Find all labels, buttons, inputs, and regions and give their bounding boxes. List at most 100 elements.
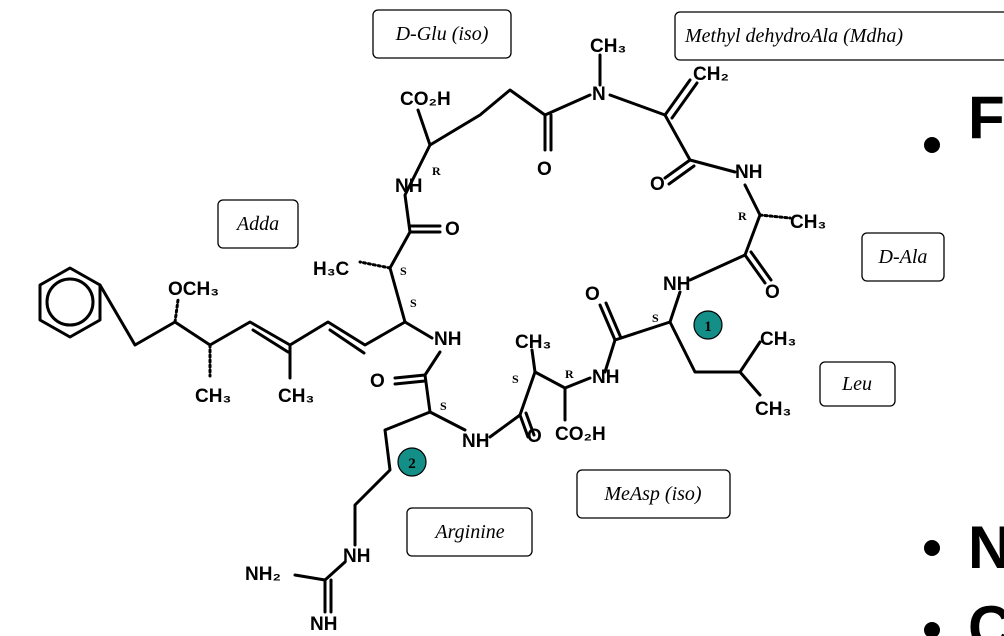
mdha-carbonyl-2 [667,164,696,186]
stereo-s-2: S [410,296,417,310]
bullet-1-text: F [968,84,1004,151]
atom-ch3-leu2: CH₃ [755,399,791,420]
atom-o5: O [765,282,780,303]
atom-ch3-adda2: CH₃ [278,386,314,407]
label-box-d-glu [372,9,512,59]
glu-co2h-wedge [416,108,432,147]
bullet-1 [924,137,940,153]
dala-carbonyl-2 [749,250,773,282]
mdha-amide [663,113,737,174]
atom-nh-mid: NH [434,329,461,350]
atom-o3: O [445,219,460,240]
atom-nh-glu: NH [395,176,422,197]
arg-carbonyl-2 [393,379,427,386]
label-leu: Leu [841,373,872,395]
atom-n-mdha: N [592,84,606,105]
atom-o1: O [537,159,552,180]
position-marker-2-label: 2 [408,456,416,472]
atom-nh-guan: NH [343,546,370,567]
leu-carbonyl-2 [604,301,623,340]
leu-carbonyl [598,303,617,342]
stereo-s-leu: S [652,311,659,325]
atom-nh-mdha: NH [735,162,762,183]
label-box-measp [576,469,731,519]
atom-nh2: NH₂ [245,564,281,585]
atom-o2: O [650,174,665,195]
stereo-r-measp: R [565,367,574,381]
label-box-leu [819,361,896,407]
dala-ch3-hash [758,213,792,220]
adda-double-bond-1 [251,328,290,354]
atom-och3: OCH₃ [168,279,219,300]
atom-ch3-me: CH₃ [515,332,551,353]
atom-ch2: CH₂ [693,64,729,85]
atom-nh-arg: NH [462,431,489,452]
atom-h3c: H₃C [313,259,350,280]
ala-ch3-hash [358,260,392,270]
label-d-glu: D-Glu (iso) [395,23,489,45]
atom-ch3-ala: CH₃ [790,212,826,233]
label-adda: Adda [235,213,279,235]
label-d-ala: D-Ala [878,246,928,268]
atom-labels: CO₂H NH CH₃ N CH₂ NH O O O CH₃ H₃C NH O … [168,36,826,635]
measp-carbonyl [518,413,530,439]
measp-carbonyl-2 [524,411,536,437]
adda-chain [98,283,407,347]
bullet-3-text: C [968,594,1004,636]
atom-o4: O [585,284,600,305]
mdha-carbonyl [663,158,692,180]
leu-chain [668,290,762,374]
stereo-labels: R R R S S S S S [400,164,747,413]
atom-o6: O [370,371,385,392]
atom-nh-bottom: NH [310,614,337,635]
label-box-d-ala [861,232,945,282]
residue-label-boxes: D-Glu (iso) Methyl dehydroAla (Mdha) Add… [217,9,1004,557]
adda-nh-bond [403,320,434,340]
atom-ch3-adda1: CH₃ [195,386,231,407]
leu-ch3-bond [738,370,762,397]
measp-ch3-bond [530,348,537,374]
label-box-adda [217,199,299,249]
label-measp: MeAsp (iso) [603,483,702,505]
label-arginine: Arginine [433,521,504,543]
position-marker-2 [397,447,427,477]
bullet-3 [924,622,940,636]
slide-bullets: F N C [924,84,1004,636]
atom-o7: O [527,426,542,447]
benzene-aromatic-circle [45,277,95,327]
arg-sidechain [353,410,432,547]
adda-double-bond-2 [328,328,366,355]
label-mdha: Methyl dehydroAla (Mdha) [684,25,903,47]
atom-ch3-leu1: CH₃ [760,329,796,350]
stereo-r-ala: R [738,209,747,223]
guan-nh2-bond [293,573,327,582]
atom-co2h-top: CO₂H [400,89,451,110]
atom-co2h-bot: CO₂H [555,424,606,445]
bond-lines [38,53,792,614]
dala-carbonyl [743,253,767,285]
dala-chain [688,183,762,282]
atom-nh-ala: NH [663,274,690,295]
ring-upper-left [388,88,592,324]
bullet-2 [924,540,940,556]
label-box-mdha [674,11,1004,61]
atom-ch3-n: CH₃ [590,36,626,57]
variable-position-markers: 1 2 [397,310,723,477]
bullet-2-text: N [968,514,1004,581]
mdha-double-bond [670,81,699,120]
leu-amide [603,320,672,374]
atom-nh-measp: NH [592,367,619,388]
adda-och3-hash [173,298,180,324]
arg-carbonyl [393,373,427,380]
position-marker-1-label: 1 [704,319,712,335]
label-box-arginine [406,507,533,557]
stereo-r-glu: R [432,164,441,178]
stereo-s-arg: S [440,399,447,413]
guan-bond [323,560,347,582]
arg-backbone [423,350,467,432]
stereo-s-measp: S [512,372,519,386]
stereo-s-1: S [400,264,407,278]
position-marker-1 [693,310,723,340]
